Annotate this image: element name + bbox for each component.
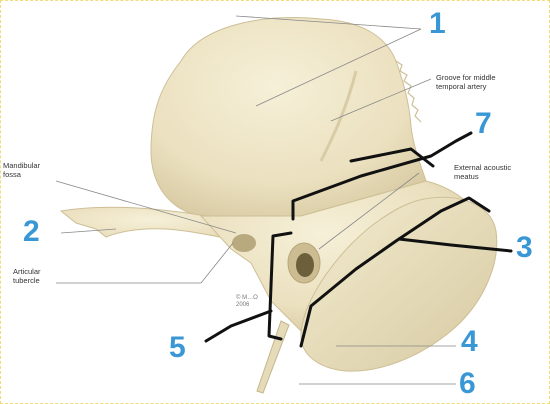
- label-external-acoustic-meatus: External acoustic meatus: [454, 163, 512, 181]
- bracket-7: [291, 131, 473, 221]
- leader-lines: [55, 15, 456, 385]
- copyright-mark: © M…O 2006: [236, 295, 258, 308]
- number-3: 3: [516, 231, 533, 264]
- number-5: 5: [169, 331, 186, 364]
- middle-temporal-groove: [319, 70, 358, 162]
- mandibular-fossa-shape: [232, 234, 256, 252]
- hand-drawn-annotations: [204, 131, 513, 348]
- squamous-serrated-edge: [395, 60, 422, 123]
- squamous-part: [150, 17, 427, 217]
- label-articular-tubercle: Articular tubercle: [13, 267, 41, 285]
- bracket-3: [299, 196, 491, 348]
- number-2: 2: [23, 215, 40, 248]
- styloid-process: [256, 320, 290, 394]
- label-mandibular-fossa: Mandibular fossa: [3, 161, 41, 179]
- meatus-opening: [296, 253, 314, 277]
- number-1: 1: [429, 7, 446, 40]
- number-6: 6: [459, 367, 476, 400]
- bracket-5: [267, 231, 293, 341]
- number-7: 7: [475, 107, 492, 140]
- label-groove-middle-temporal-artery: Groove for middle temporal artery: [436, 73, 496, 91]
- number-4: 4: [461, 325, 478, 358]
- mastoid-process: [300, 196, 498, 372]
